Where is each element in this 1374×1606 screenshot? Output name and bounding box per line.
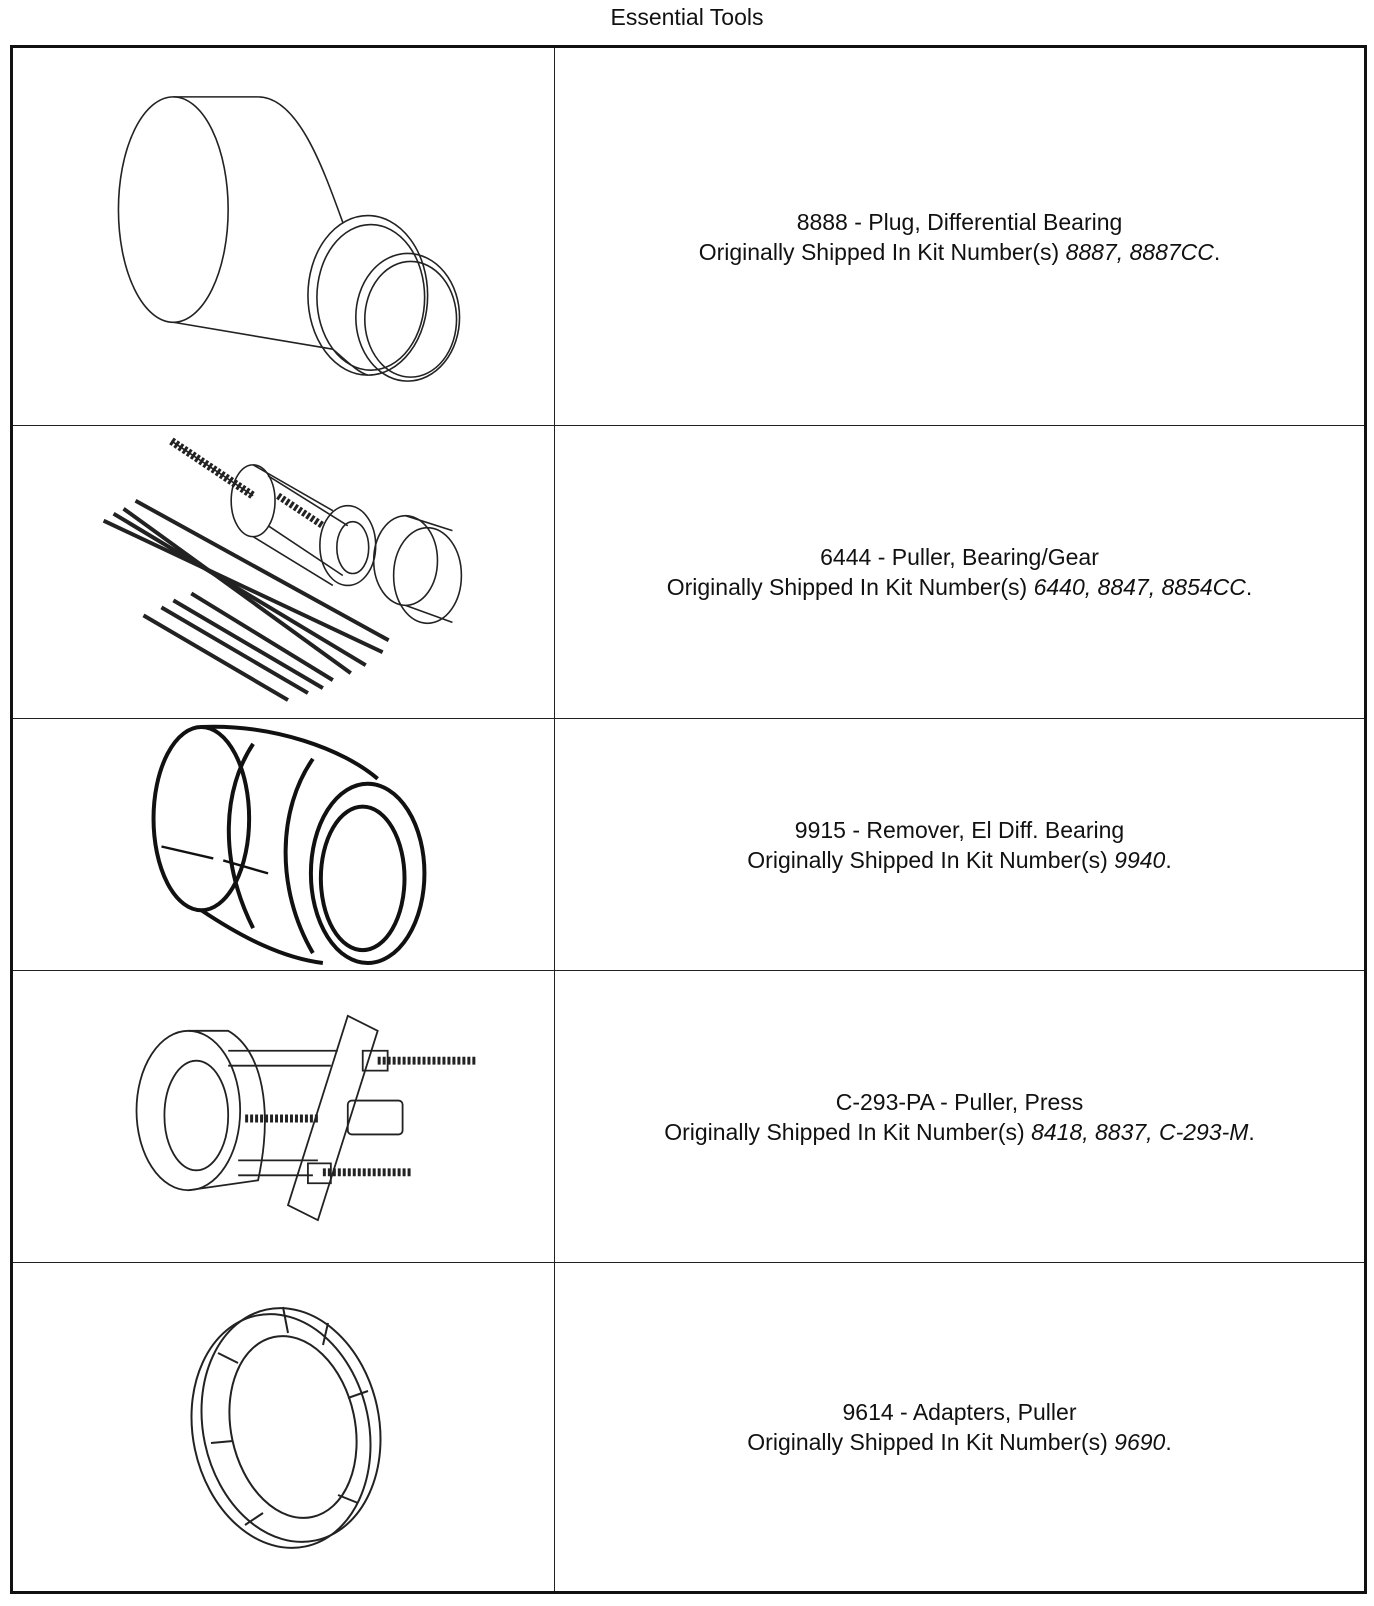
tool-name: 9614 - Adapters, Puller — [842, 1399, 1077, 1425]
tool-description: 6444 - Puller, Bearing/Gear Originally S… — [555, 426, 1364, 718]
kits-prefix: Originally Shipped In Kit Number(s) — [698, 238, 1066, 265]
kits-suffix: . — [1165, 1429, 1172, 1455]
puller-adapters-icon — [190, 1306, 382, 1549]
kit-numbers: 8418, 8837, C-293-M — [1031, 1118, 1249, 1145]
tool-row: C-293-PA - Puller, Press Originally Ship… — [13, 971, 1364, 1263]
kit-numbers: 9940 — [1114, 846, 1166, 873]
tool-kits-line: Originally Shipped In Kit Number(s) 6440… — [667, 572, 1253, 602]
diff-bearing-remover-icon — [151, 724, 427, 966]
kit-numbers: 9690 — [1114, 1429, 1166, 1455]
tool-name: 6444 - Puller, Bearing/Gear — [820, 544, 1099, 570]
kits-prefix: Originally Shipped In Kit Number(s) — [664, 1118, 1032, 1145]
press-puller-icon — [135, 1014, 478, 1222]
kits-suffix: . — [1248, 1118, 1255, 1145]
tool-description: 8888 - Plug, Differential Bearing Origin… — [555, 48, 1364, 425]
tool-name: 9915 - Remover, El Diff. Bearing — [794, 816, 1125, 843]
kits-suffix: . — [1245, 574, 1253, 600]
kit-numbers: 8887, 8887CC — [1065, 238, 1214, 265]
tool-name: C-293-PA - Puller, Press — [835, 1088, 1084, 1115]
kits-suffix: . — [1213, 238, 1221, 265]
tool-name: 8888 - Plug, Differential Bearing — [796, 208, 1123, 235]
kits-prefix: Originally Shipped In Kit Number(s) — [666, 574, 1034, 600]
tool-image-cell — [13, 48, 555, 425]
kits-suffix: . — [1165, 846, 1172, 873]
tool-image-cell — [13, 426, 555, 718]
tool-row: 9614 - Adapters, Puller Originally Shipp… — [13, 1263, 1364, 1591]
tool-image-cell — [13, 1263, 555, 1591]
bearing-gear-puller-icon — [102, 437, 463, 702]
tool-row: 6444 - Puller, Bearing/Gear Originally S… — [13, 426, 1364, 719]
tool-description: C-293-PA - Puller, Press Originally Ship… — [555, 971, 1364, 1262]
tool-row: 9915 - Remover, El Diff. Bearing Origina… — [13, 719, 1364, 971]
kit-numbers: 6440, 8847, 8854CC — [1033, 574, 1246, 600]
tool-kits-line: Originally Shipped In Kit Number(s) 8887… — [699, 237, 1221, 267]
tool-image-cell — [13, 719, 555, 970]
page-title: Essential Tools — [610, 4, 764, 30]
kits-prefix: Originally Shipped In Kit Number(s) — [747, 1429, 1115, 1455]
tool-kits-line: Originally Shipped In Kit Number(s) 9690… — [747, 1427, 1171, 1457]
tools-table: 8888 - Plug, Differential Bearing Origin… — [10, 45, 1367, 1594]
tool-description: 9915 - Remover, El Diff. Bearing Origina… — [555, 719, 1364, 970]
tool-row: 8888 - Plug, Differential Bearing Origin… — [13, 48, 1364, 426]
tool-description: 9614 - Adapters, Puller Originally Shipp… — [555, 1263, 1364, 1591]
differential-bearing-plug-icon — [117, 96, 461, 382]
kits-prefix: Originally Shipped In Kit Number(s) — [747, 846, 1115, 873]
tool-kits-line: Originally Shipped In Kit Number(s) 8418… — [664, 1117, 1255, 1147]
tool-image-cell — [13, 971, 555, 1262]
tool-kits-line: Originally Shipped In Kit Number(s) 9940… — [747, 845, 1171, 875]
